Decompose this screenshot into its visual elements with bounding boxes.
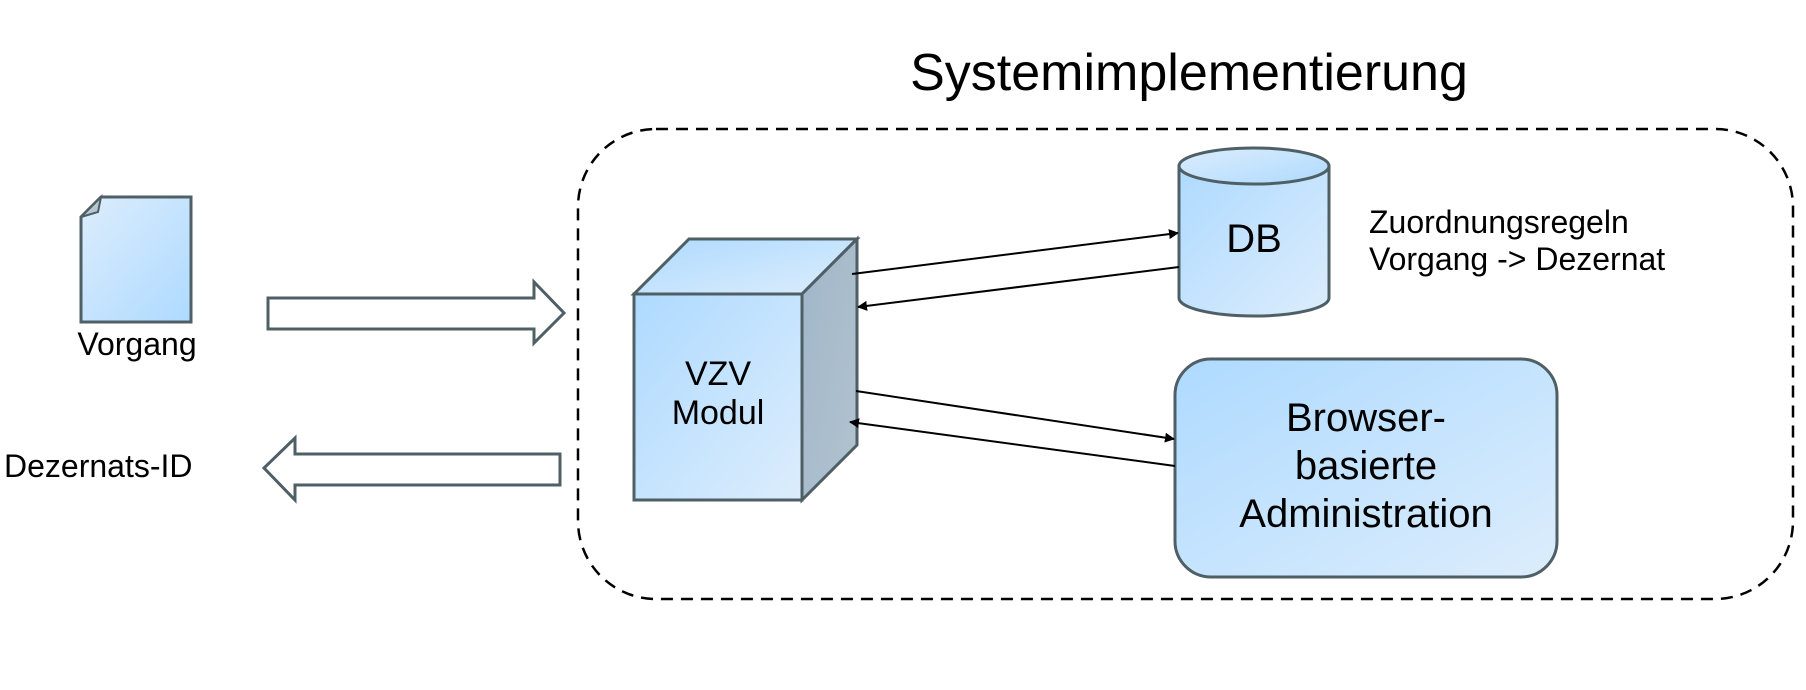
admin-line3: Administration [1239, 492, 1493, 536]
vzv-module-line2: Modul [671, 394, 765, 433]
system-boundary-group [576, 127, 1795, 601]
edge-module-to-admin [855, 390, 1175, 443]
vzv-module-cube[interactable] [630, 235, 861, 504]
input-block-arrow [266, 278, 567, 347]
rules-note: Zuordnungsregeln Vorgang -> Dezernat [1369, 204, 1665, 278]
diagram-title: Systemimplementierung [910, 44, 1468, 102]
edge-module-to-db [851, 229, 1179, 275]
admin-box[interactable] [1173, 357, 1559, 579]
database-cylinder[interactable] [1177, 146, 1331, 318]
dezernats-id-label: Dezernats-ID [4, 448, 193, 484]
admin-line1: Browser- [1285, 396, 1447, 440]
admin-label: Browser- basierte Administration [1175, 394, 1557, 538]
output-block-arrow [261, 434, 562, 504]
admin-line2: basierte [1294, 444, 1438, 488]
rules-note-line1: Zuordnungsregeln [1369, 204, 1629, 240]
rules-note-line2: Vorgang -> Dezernat [1369, 240, 1666, 277]
edge-admin-to-module [849, 418, 1176, 467]
vzv-module-line1: VZV [684, 355, 752, 393]
vzv-module-label: VZV Modul [634, 355, 802, 433]
db-label: DB [1226, 217, 1282, 261]
document-icon[interactable] [79, 193, 193, 324]
edge-db-to-module [857, 266, 1180, 311]
vorgang-label: Vorgang [77, 326, 197, 362]
